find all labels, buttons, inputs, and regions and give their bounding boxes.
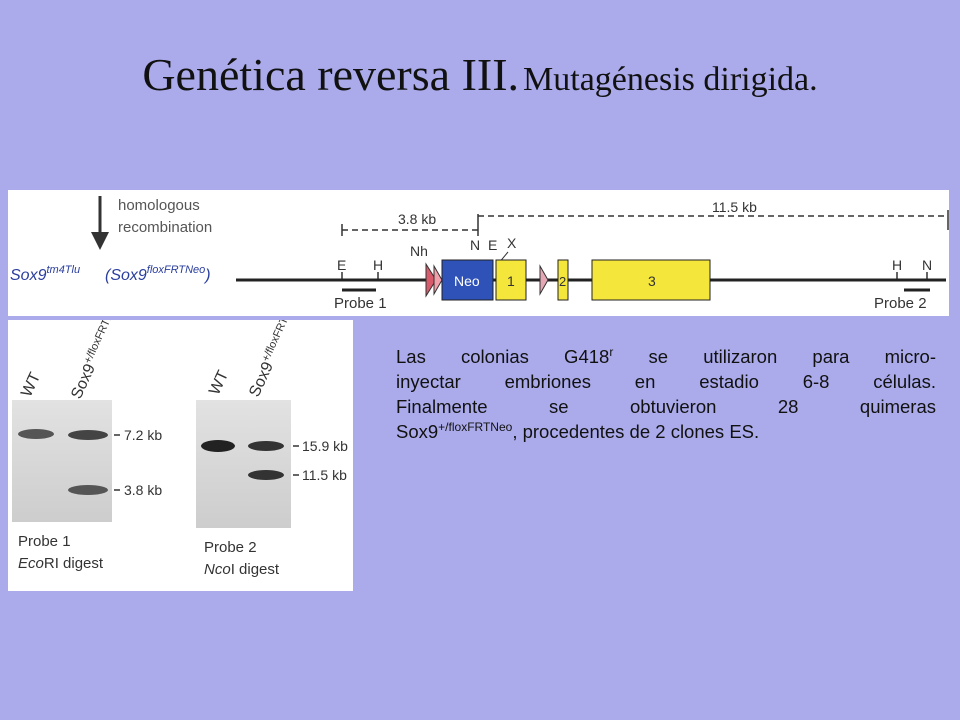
blot1-band-sox9-7-2kb (68, 430, 108, 440)
recombination-arrow-head (91, 232, 109, 250)
exon-2-label: 2 (559, 274, 566, 289)
allele-name-tm4tlu: Sox9tm4Tlu (10, 264, 80, 284)
blot1-band-sox9-3-8kb (68, 485, 108, 495)
arrow-label-homologous: homologous (118, 197, 200, 214)
blot2-lane-wt: WT (206, 368, 232, 398)
exon-1 (495, 259, 527, 301)
blot1-membrane (12, 400, 112, 522)
exon-2 (557, 259, 569, 301)
blot2-digest-label: NcoI digest (204, 561, 280, 578)
blot2-band-sox9-15-9kb (248, 441, 284, 451)
blot2-size-15-9kb: 15.9 kb (302, 438, 348, 454)
slide-title: Genética reversa III. Mutagénesis dirigi… (0, 48, 960, 101)
site-label-x: X (507, 235, 517, 251)
targeting-map-figure: homologous recombination Sox9tm4Tlu (Sox… (8, 190, 949, 316)
description-line-3: Finalmente se obtuvieron 28 quimeras (396, 396, 936, 417)
site-label-e1: E (337, 257, 346, 273)
lox-site-1 (425, 262, 437, 298)
blot2-band-wt-15-9kb (201, 440, 235, 452)
site-label-n2: N (922, 257, 932, 273)
blot1-size-7-2kb: 7.2 kb (124, 427, 162, 443)
blot2-probe-label: Probe 2 (204, 539, 257, 556)
blot1-probe-label: Probe 1 (18, 533, 71, 550)
arrow-label-recombination: recombination (118, 219, 212, 236)
exon-3 (591, 259, 711, 301)
blot2-band-sox9-11-5kb (248, 470, 284, 480)
description-line-4: Sox9+/floxFRTNeo, procedentes de 2 clone… (396, 419, 760, 442)
blot1-lane-wt: WT (18, 370, 44, 400)
blot1-digest-label: EcoRI digest (18, 555, 104, 572)
blot1-band-wt-7-2kb (18, 429, 54, 439)
blot2-lane-sox9: Sox9+/floxFRTNeo (244, 320, 305, 400)
description-line-1: Las colonias G418r se utilizaron para mi… (396, 344, 936, 367)
distance-label-11-5kb: 11.5 kb (712, 199, 757, 215)
probe-2-label: Probe 2 (874, 295, 927, 312)
blot2-membrane (196, 400, 291, 528)
lox-site-2 (539, 264, 549, 296)
neo-label: Neo (454, 273, 480, 289)
title-main: Genética reversa III. (142, 49, 520, 100)
blot2-size-11-5kb: 11.5 kb (302, 467, 347, 483)
blot1-lane-sox9: Sox9+/floxFRTNeo (66, 320, 127, 402)
exon-1-label: 1 (507, 273, 515, 289)
site-label-e2: E (488, 237, 497, 253)
site-label-h1: H (373, 257, 383, 273)
title-sub: Mutagénesis dirigida. (523, 61, 818, 98)
site-label-n1: N (470, 237, 480, 253)
blot1-size-3-8kb: 3.8 kb (124, 482, 162, 498)
site-label-h2: H (892, 257, 902, 273)
description-paragraph: Las colonias G418r se utilizaron para mi… (396, 344, 936, 444)
exon-3-label: 3 (648, 273, 656, 289)
allele-name-floxfrtneo: (Sox9floxFRTNeo) (105, 264, 211, 284)
probe-1-label: Probe 1 (334, 295, 387, 312)
southern-blot-figure: WT Sox9+/floxFRTNeo 7.2 kb 3.8 kb Probe … (8, 320, 353, 591)
distance-label-3-8kb: 3.8 kb (398, 211, 436, 227)
neo-cassette (441, 259, 494, 301)
site-label-nh: Nh (410, 243, 428, 259)
description-line-2: inyectar embriones en estadio 6-8 célula… (396, 371, 936, 392)
